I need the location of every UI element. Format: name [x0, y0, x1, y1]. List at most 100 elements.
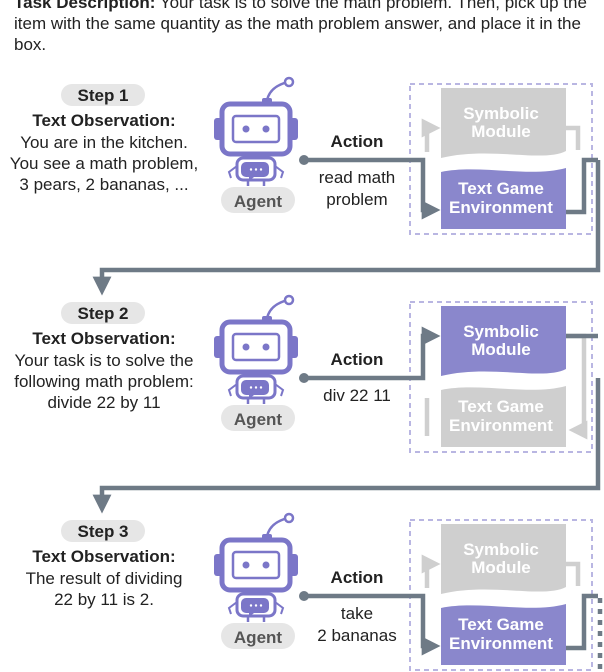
action-text: 2 bananas: [317, 626, 396, 645]
robot-arm-left: [227, 165, 238, 179]
agent-robot-icon: [214, 512, 298, 622]
robot-eye-right: [262, 125, 270, 133]
robot-chat-bubble: [241, 162, 269, 181]
symbolic-module-box: [441, 88, 566, 158]
symbolic-module-label: Module: [471, 122, 531, 141]
agent-label: Agent: [234, 410, 283, 429]
symbolic-module-label: Symbolic: [463, 322, 539, 341]
task-description-text: Your task is to solve the math problem. …: [14, 0, 587, 54]
observation-label: Text Observation:: [32, 547, 175, 566]
task-description-label: Task Description:: [14, 0, 156, 12]
robot-chat-dot: [249, 604, 253, 607]
inactive-arrow: [421, 118, 441, 152]
robot-arm-left: [227, 383, 238, 397]
output-arrow: [566, 593, 598, 651]
symbolic-module-box: [441, 306, 566, 376]
action-label: Action: [331, 568, 384, 587]
task-description: Task Description: Your task is to solve …: [14, 0, 599, 55]
symbolic-module-label: Module: [471, 558, 531, 577]
inactive-return-arrow: [566, 561, 581, 586]
textgame-module-box: [441, 604, 566, 665]
action-text: take: [341, 604, 373, 623]
action-arrow: [304, 326, 441, 381]
step-label: Step 2: [77, 304, 128, 323]
inactive-return-arrow: [566, 333, 588, 440]
robot-eye-right: [262, 343, 270, 351]
step-pill: [61, 520, 145, 542]
robot-eye-left: [242, 125, 250, 133]
action-label: Action: [331, 132, 384, 151]
robot-eye-left: [242, 343, 250, 351]
textgame-module-label: Environment: [449, 198, 553, 217]
robot-chat-dot: [254, 386, 258, 389]
textgame-module-label: Text Game: [458, 179, 544, 198]
robot-arm-left: [227, 601, 238, 615]
action-text: div 22 11: [323, 386, 391, 405]
symbolic-module-label: Symbolic: [463, 104, 539, 123]
textgame-module-label: Environment: [449, 634, 553, 653]
action-arrow: [304, 157, 441, 220]
agent-pill: [221, 405, 295, 431]
agent-robot-icon: [214, 294, 298, 404]
agent-robot-icon: [214, 76, 298, 186]
robot-arm-right: [274, 601, 285, 615]
step-3: Step 3 Text Observation: The result of div…: [26, 512, 598, 671]
robot-chat-dot: [249, 386, 253, 389]
step-label: Step 1: [77, 86, 128, 105]
observation-label: Text Observation:: [32, 329, 175, 348]
robot-chat-dot: [254, 604, 258, 607]
robot-chat-dot: [254, 168, 258, 171]
robot-antenna-tip: [283, 76, 295, 88]
symbolic-module-label: Symbolic: [463, 540, 539, 559]
robot-chat-dot: [249, 168, 253, 171]
step-pill: [61, 84, 145, 106]
robot-face: [231, 550, 281, 580]
agent-pill: [221, 623, 295, 649]
textgame-module-box: [441, 168, 566, 229]
symbolic-module-box: [441, 524, 566, 594]
step-2: Step 2 Text Observation: Your task is to s…: [14, 294, 598, 453]
robot-arm-right: [274, 165, 285, 179]
action-text: read math: [319, 168, 396, 187]
robot-chat-bubble: [241, 598, 269, 617]
observation-line: You are in the kitchen.: [20, 133, 188, 152]
connector-1-2: [92, 160, 601, 296]
observation-line: following math problem:: [14, 372, 194, 391]
agent-pill: [221, 187, 295, 213]
robot-chat-dot: [259, 386, 263, 389]
action-arrow: [304, 593, 441, 656]
robot-chat-bubble: [241, 380, 269, 399]
robot-face: [231, 332, 281, 362]
textgame-module-label: Text Game: [458, 615, 544, 634]
observation-line: You see a math problem,: [10, 154, 198, 173]
robot-face: [231, 114, 281, 144]
observation-line: Your task is to solve the: [15, 351, 194, 370]
robot-eye-left: [242, 561, 250, 569]
robot-chat-dot: [259, 168, 263, 171]
observation-line: 22 by 11 is 2.: [54, 590, 154, 609]
observation-line: The result of dividing: [26, 569, 183, 588]
observation-label: Text Observation:: [32, 111, 175, 130]
textgame-module-box: [441, 386, 566, 447]
action-text: problem: [326, 190, 387, 209]
connector-2-3: [92, 378, 601, 514]
robot-antenna-tip: [283, 512, 295, 524]
symbolic-module-label: Module: [471, 340, 531, 359]
observation-line: 3 pears, 2 bananas, ...: [19, 175, 188, 194]
textgame-module-label: Text Game: [458, 397, 544, 416]
robot-antenna-tip: [283, 294, 295, 306]
robot-arm-right: [274, 383, 285, 397]
output-arrow: [566, 157, 598, 215]
step-1: Step 1 Text Observation: You are in the ki…: [10, 76, 598, 235]
step-pill: [61, 302, 145, 324]
robot-eye-right: [262, 561, 270, 569]
inactive-return-arrow: [566, 125, 581, 150]
observation-line: divide 22 by 11: [47, 393, 160, 412]
step-label: Step 3: [77, 522, 128, 541]
agent-label: Agent: [234, 628, 283, 647]
textgame-module-label: Environment: [449, 416, 553, 435]
inactive-arrow: [421, 554, 441, 588]
robot-chat-dot: [259, 604, 263, 607]
action-label: Action: [331, 350, 384, 369]
